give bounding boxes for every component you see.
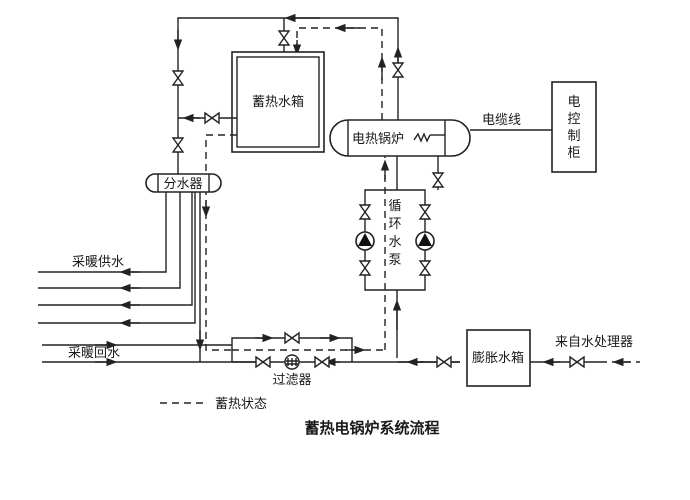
expansion-valve[interactable] — [436, 356, 452, 368]
svg-text:水: 水 — [388, 235, 401, 250]
svg-text:制: 制 — [567, 129, 580, 144]
svg-text:控: 控 — [567, 112, 580, 127]
diagram-title: 蓄热电锅炉系统流程 — [304, 419, 439, 437]
storage-discharge-line — [205, 134, 237, 351]
control-cabinet: 电 控 制 柜 — [551, 81, 597, 173]
heating-return-lines — [42, 192, 260, 367]
svg-text:循: 循 — [388, 199, 401, 214]
boiler-outlet-valve[interactable] — [392, 62, 404, 78]
pump-manifold — [364, 156, 426, 358]
svg-text:膨胀水箱: 膨胀水箱 — [472, 350, 524, 366]
filter-label: 过滤器 — [272, 373, 311, 388]
tank-inlet-valve[interactable] — [278, 30, 290, 46]
loop-valve-lower[interactable] — [172, 137, 184, 153]
heating-element-icon — [413, 132, 431, 143]
filter-outlet-valve[interactable] — [314, 356, 330, 368]
filter-inlet-valve[interactable] — [255, 356, 271, 368]
pump2-inlet-valve[interactable] — [419, 204, 431, 220]
filter-icon — [284, 354, 300, 370]
storage-tank: 蓄热水箱 — [231, 51, 325, 153]
tank-outlet-valve[interactable] — [204, 112, 220, 124]
pump2-outlet-valve[interactable] — [419, 260, 431, 276]
svg-text:柜: 柜 — [567, 146, 580, 161]
expansion-tank: 膨胀水箱 — [466, 329, 531, 387]
pump2-icon[interactable] — [415, 231, 435, 251]
legend: 蓄热状态 — [160, 397, 267, 412]
makeup-valve[interactable] — [569, 356, 585, 368]
cable-label: 电缆线 — [482, 112, 521, 128]
heating-supply-lines — [38, 192, 196, 328]
svg-text:泵: 泵 — [388, 253, 401, 268]
boiler-drain-valve[interactable] — [432, 172, 444, 188]
loop-valve-upper[interactable] — [172, 70, 184, 86]
pump1-inlet-valve[interactable] — [359, 204, 371, 220]
pump1-icon[interactable] — [355, 231, 375, 251]
water-distributor: 分水器 — [145, 173, 222, 193]
svg-text:电: 电 — [567, 95, 580, 110]
heating-return-label: 采暖回水 — [68, 346, 120, 361]
legend-label: 蓄热状态 — [215, 397, 267, 412]
boiler-label: 电热锅炉 — [352, 131, 404, 147]
pump1-outlet-valve[interactable] — [359, 260, 371, 276]
svg-text:分水器: 分水器 — [163, 177, 202, 192]
bypass-valve[interactable] — [284, 332, 300, 344]
electric-boiler: 电热锅炉 — [329, 119, 471, 157]
heating-supply-label: 采暖供水 — [72, 255, 124, 270]
water-treatment-label: 来自水处理器 — [555, 335, 633, 350]
svg-text:环: 环 — [388, 217, 401, 232]
storage-tank-label: 蓄热水箱 — [252, 94, 304, 110]
